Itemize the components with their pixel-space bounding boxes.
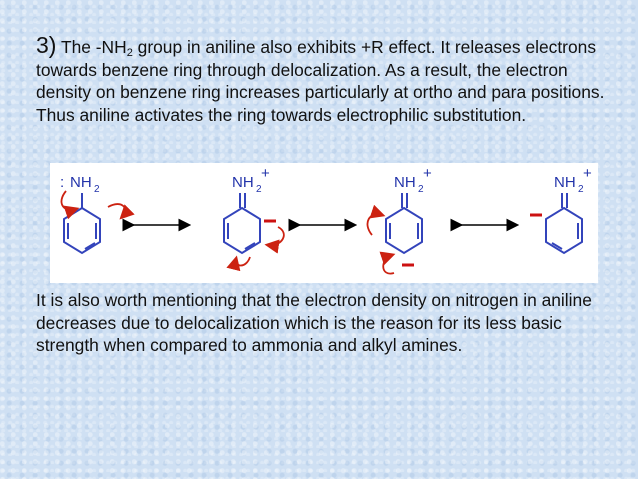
amine-label: NH [70,174,92,191]
positive-charge: + [423,165,432,182]
iminium-label: NH [554,174,576,191]
amine-subscript: 2 [94,184,100,195]
structure-para-anion: NH 2 + [366,165,432,275]
iminium-subscript: 2 [256,184,262,195]
iminium-label: NH [394,174,416,191]
para1-text-b: group in aniline also exhibits +R effect… [36,37,605,125]
para1-text-a: The -NH [56,37,127,57]
curly-arrow [366,204,386,236]
iminium-subscript: 2 [418,184,424,195]
double-bond [84,242,96,250]
positive-charge: + [261,165,270,182]
lone-pair-dots: : [60,174,64,191]
resonance-structures-figure: : NH 2 NH 2 + N [50,163,598,283]
ring [545,206,583,255]
positive-charge: + [583,165,592,182]
iminium-subscript: 2 [578,184,584,195]
paragraph-resonance: 3) The -NH2 group in aniline also exhibi… [36,34,626,126]
curly-arrow [379,251,396,275]
double-bond [244,242,256,250]
ring [385,206,423,255]
point-number: 3) [36,32,57,58]
double-bond [551,242,563,250]
curly-arrow [226,255,251,272]
resonance-diagram: : NH 2 NH 2 + N [60,165,592,275]
paragraph-basicity: It is also worth mentioning that the ele… [36,290,592,356]
para1-subscript: 2 [126,47,133,59]
ring [223,206,261,255]
structure-ortho-anion-2: NH 2 + [530,165,592,255]
structure-ortho-anion: NH 2 + [223,165,285,272]
iminium-label: NH [232,174,254,191]
curly-arrow [107,203,135,220]
curly-arrow [60,190,80,220]
structure-aniline: : NH 2 [60,174,135,255]
benzene-ring [63,206,101,255]
curly-arrow [264,226,285,254]
